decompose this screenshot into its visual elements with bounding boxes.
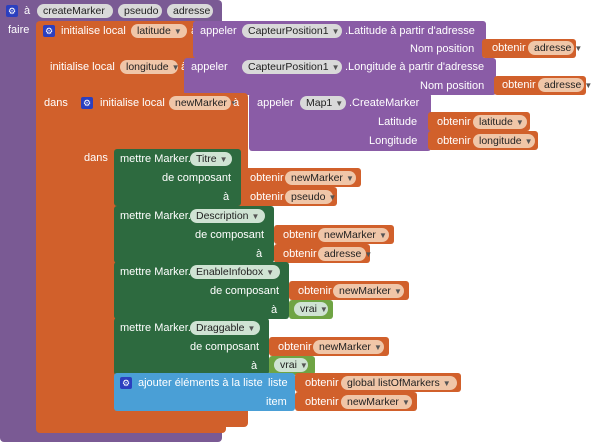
do-label: faire [8,24,30,36]
local-var-longitude[interactable]: longitude▼ [120,60,180,74]
param-adresse[interactable]: adresse [167,4,213,18]
param-pseudo[interactable]: pseudo [118,4,162,18]
append-to-list-block[interactable] [114,373,295,411]
local-var-latitude[interactable]: latitude▼ [131,24,187,38]
prop-dropdown[interactable]: Titre▼ [190,152,232,166]
gear-icon[interactable]: ⚙ [120,377,132,389]
procedure-to-label: à [24,5,31,17]
prop-dropdown[interactable]: Draggable▼ [190,321,260,335]
component-dropdown[interactable]: CapteurPosition1▼ [242,60,342,74]
gear-icon[interactable]: ⚙ [81,97,93,109]
gear-icon[interactable]: ⚙ [43,25,55,37]
in-label-outer: dans [44,97,68,109]
component-dropdown[interactable]: Map1▼ [300,96,346,110]
prop-dropdown[interactable]: EnableInfobox▼ [190,265,280,279]
local-var-newmarker[interactable]: newMarker▼ [169,96,238,110]
procedure-name[interactable]: createMarker [37,4,113,18]
gear-icon[interactable]: ⚙ [6,5,18,17]
in-label-inner: dans [84,152,108,164]
prop-dropdown[interactable]: Description▼ [190,209,265,223]
component-dropdown[interactable]: CapteurPosition1▼ [242,24,342,38]
